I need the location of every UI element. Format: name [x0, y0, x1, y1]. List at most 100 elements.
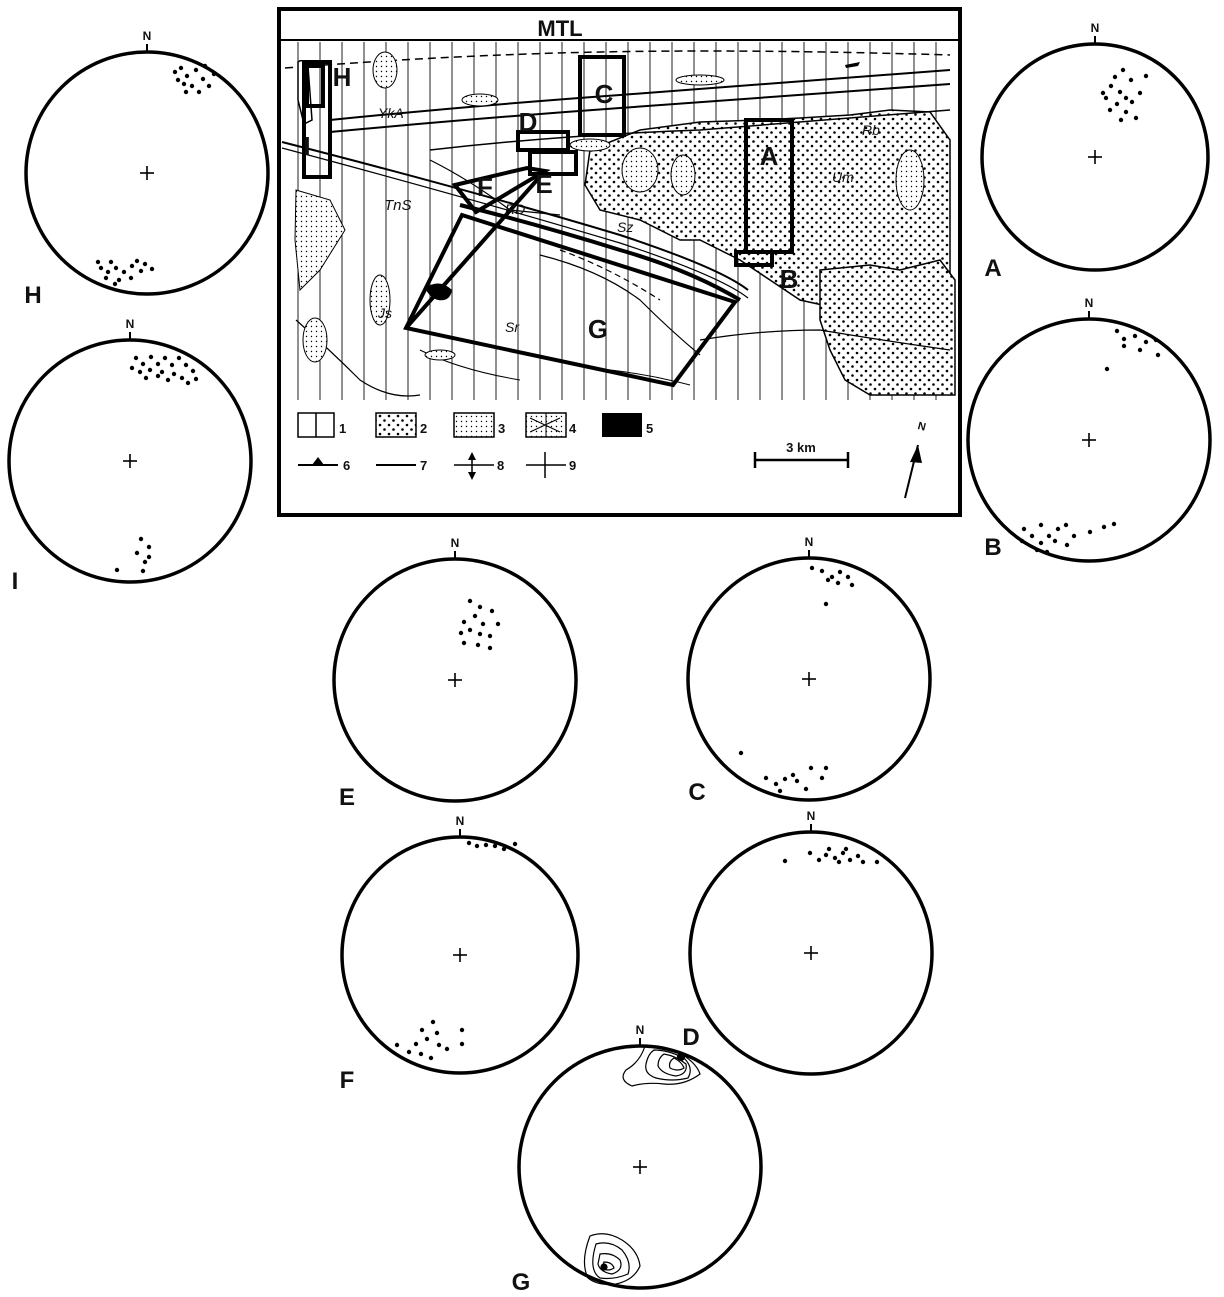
- box-G-outline: [403, 212, 739, 388]
- pole-point: [501, 846, 507, 852]
- pole-point: [444, 1046, 450, 1052]
- pole-point: [847, 857, 853, 863]
- map-label-A: A: [760, 141, 779, 171]
- pole-point: [860, 859, 866, 865]
- stereonet-north-label: N: [1085, 296, 1094, 310]
- pole-point: [140, 568, 146, 574]
- map-label-F: F: [477, 172, 493, 202]
- pole-point: [1121, 343, 1127, 349]
- pole-point: [95, 259, 101, 265]
- map-label-G: G: [588, 314, 608, 344]
- contour-line: [583, 1233, 641, 1285]
- pole-point: [1034, 547, 1040, 553]
- north-arrow-label: N: [916, 420, 927, 434]
- pole-point: [171, 371, 177, 377]
- pole-point: [128, 275, 134, 281]
- pole-point: [200, 76, 206, 82]
- pole-point: [148, 354, 154, 360]
- pole-point: [1120, 67, 1126, 73]
- legend-swatch-2: [375, 412, 417, 438]
- stereonet-north-label: N: [1091, 21, 1100, 35]
- stereonet-A: NA: [980, 21, 1210, 282]
- pole-point: [185, 380, 191, 386]
- pole-point: [179, 375, 185, 381]
- pole-point: [105, 269, 111, 275]
- map-label-I: I: [303, 131, 310, 161]
- pole-point: [1155, 352, 1161, 358]
- pole-point: [140, 361, 146, 367]
- north-arrow: N: [904, 420, 927, 499]
- map-label-H: H: [333, 62, 352, 92]
- pole-point: [1114, 101, 1120, 107]
- pole-point: [1021, 526, 1027, 532]
- stereonet-north-label: N: [805, 535, 814, 549]
- pole-point: [829, 574, 835, 580]
- pole-point: [823, 765, 829, 771]
- pole-point: [461, 640, 467, 646]
- pole-point: [137, 369, 143, 375]
- pole-point: [808, 765, 814, 771]
- contour-max: [600, 1263, 608, 1271]
- pole-point: [1114, 328, 1120, 334]
- pole-point: [129, 263, 135, 269]
- pole-point: [874, 859, 880, 865]
- pole-point: [143, 375, 149, 381]
- contour-max: [676, 1052, 686, 1062]
- pole-point: [489, 608, 495, 614]
- scale-bar: 3 km: [753, 440, 850, 468]
- pole-point: [1100, 90, 1106, 96]
- stereonet-north-label: N: [636, 1023, 645, 1037]
- box-E-outline: [528, 150, 578, 176]
- pole-point: [477, 631, 483, 637]
- stereonet-label: B: [984, 534, 1001, 561]
- legend-label-9: 9: [569, 458, 576, 473]
- legend-label-6: 6: [343, 458, 350, 473]
- pole-point: [1143, 73, 1149, 79]
- stipple-field-lower: [819, 259, 956, 396]
- pole-point: [777, 788, 783, 794]
- unit-label-ykA: YkA: [378, 105, 404, 121]
- legend-label-5: 5: [646, 421, 653, 436]
- legend-swatch-5: [602, 413, 642, 437]
- stereonet-G: NG: [512, 1023, 763, 1296]
- stereonet-north-label: N: [807, 809, 816, 823]
- pole-point: [147, 367, 153, 373]
- pole-point: [1029, 533, 1035, 539]
- pole-point: [825, 577, 831, 583]
- map-label-E: E: [535, 169, 552, 199]
- pole-point: [512, 841, 518, 847]
- sample-boxes: [302, 55, 794, 388]
- pole-point: [196, 89, 202, 95]
- pole-point: [98, 265, 104, 271]
- pole-point: [1137, 90, 1143, 96]
- stereonet-E: NE: [332, 536, 578, 811]
- pole-point: [1064, 542, 1070, 548]
- box-B-outline: [734, 250, 774, 267]
- pole-point: [146, 554, 152, 560]
- pole-point: [176, 355, 182, 361]
- pole-point: [855, 853, 861, 859]
- pole-point: [782, 858, 788, 864]
- pole-point: [134, 550, 140, 556]
- pole-point: [183, 362, 189, 368]
- stereonet-H: NH: [24, 29, 270, 309]
- legend-label-8: 8: [497, 458, 504, 473]
- pole-point: [1143, 339, 1149, 345]
- pole-point: [181, 81, 187, 87]
- pole-point: [1046, 533, 1052, 539]
- fault-belts: [281, 50, 951, 397]
- pole-point: [413, 1041, 419, 1047]
- pole-point: [108, 259, 114, 265]
- pole-point: [1087, 529, 1093, 535]
- pole-point: [461, 619, 467, 625]
- pole-point: [459, 1041, 465, 1047]
- unit-label-um: Um: [832, 169, 854, 185]
- pole-point: [477, 604, 483, 610]
- legend-label-2: 2: [420, 421, 427, 436]
- pole-point: [190, 368, 196, 374]
- pole-point: [1123, 109, 1129, 115]
- pole-point: [1117, 89, 1123, 95]
- pole-point: [172, 69, 178, 75]
